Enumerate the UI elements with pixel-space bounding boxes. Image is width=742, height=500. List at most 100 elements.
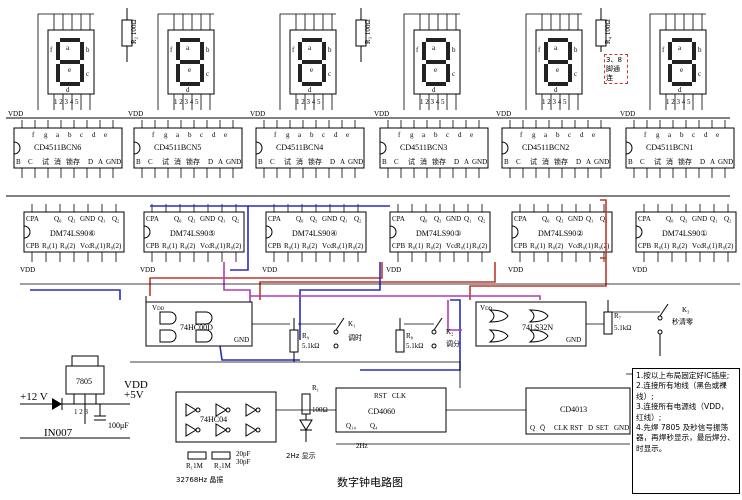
- decoder-top-pin: d: [704, 131, 708, 139]
- decoder-vdd: VDD: [250, 110, 265, 118]
- switch-k3[interactable]: K₃ 秒清零: [657, 303, 693, 356]
- segment-label-b: b: [86, 46, 90, 54]
- segment-label-d: d: [678, 86, 682, 94]
- decoder-bottom-pin: B: [628, 158, 633, 166]
- svg-text:VDD: VDD: [480, 304, 493, 312]
- switch-k2[interactable]: K₂ 调分: [431, 317, 460, 349]
- counter-bottom-pin: R₉(1): [578, 242, 594, 250]
- decoder-bottom-pin: B: [382, 158, 387, 166]
- counter-bottom-pin: CPB: [638, 242, 652, 250]
- counter-label: DM74LS90⑥: [50, 229, 95, 238]
- cd4013-label: CD4013: [560, 405, 587, 414]
- cap-pf-label: 20pF: [236, 450, 251, 458]
- counter-top-pin: Q₀: [666, 215, 674, 223]
- counter-top-pin: Q₀: [420, 215, 428, 223]
- k2-label: K₂: [446, 328, 454, 336]
- decoder-label: CD4511BCN3: [400, 143, 447, 152]
- k2-desc: 调分: [446, 339, 460, 348]
- wiring-black: [20, 283, 740, 445]
- counter-bottom-pin: CPB: [268, 242, 282, 250]
- segment-label-a: a: [308, 44, 312, 52]
- r1m-label: R₁1M: [186, 462, 204, 470]
- r4-label: R₄ 100Ω: [604, 19, 612, 44]
- counter-bottom-pin: R₉(2): [226, 242, 242, 250]
- display-pin-numbers: 1 2 3 4 5: [542, 98, 567, 106]
- decoder-top-pin: c: [80, 131, 83, 139]
- decoder-top-pin: b: [680, 131, 684, 139]
- segment-label-a: a: [678, 44, 682, 52]
- cd4013-set: SET: [596, 424, 609, 432]
- counter-top-pin: Q₃: [680, 215, 688, 223]
- decoder-bottom-pin: A: [586, 158, 591, 166]
- switch-k1[interactable]: K₁ 调时: [333, 317, 362, 349]
- segment-label-b: b: [206, 46, 210, 54]
- counter-top-pin: Q₂: [600, 215, 608, 223]
- page-title: 数字钟电路图: [337, 476, 403, 489]
- counter-top-pin: CPA: [146, 215, 159, 223]
- r7-label: R₇: [614, 312, 622, 320]
- counter-top-pin: GND: [80, 215, 95, 223]
- decoder-top-pin: a: [56, 131, 60, 139]
- counter-bottom-pin: R₉(1): [90, 242, 106, 250]
- decoder-bottom-pin: 试: [530, 157, 537, 166]
- display-pin-numbers: 1 2 3 4 5: [666, 98, 691, 106]
- segment-label-c: c: [698, 70, 701, 78]
- cap-pf2-label: 30pF: [236, 458, 251, 466]
- led-desc: 2Hz 显示: [286, 452, 316, 460]
- r8-label: R₈: [406, 332, 414, 340]
- counter-vdd: VDD: [20, 266, 35, 274]
- counter-bottom-pin: R₀(2): [672, 242, 688, 250]
- decoder-bottom-pin: A: [710, 158, 715, 166]
- r1-label: R₁: [312, 384, 319, 392]
- decoder-bottom-pin: GND: [594, 158, 609, 166]
- decoder-top-pin: c: [322, 131, 325, 139]
- segment-label-c: c: [328, 70, 331, 78]
- counter-top-pin: Q₀: [54, 215, 62, 223]
- decoder-bottom-pin: C: [148, 158, 153, 166]
- decoder-bottom-pin: 试: [162, 157, 169, 166]
- counter-vdd: VDD: [140, 266, 155, 274]
- nand-chip-label: 74HC00D: [180, 323, 213, 332]
- decoder-top-pin: g: [44, 131, 48, 139]
- counter-label: DM74LS90④: [292, 229, 337, 238]
- segment-label-f: f: [662, 46, 665, 54]
- k3-desc: 秒清零: [672, 317, 693, 326]
- counter-top-pin: GND: [446, 215, 461, 223]
- counter-top-pin: CPA: [268, 215, 281, 223]
- counter-label: DM74LS90①: [662, 229, 707, 238]
- decoder-bottom-pin: C: [270, 158, 275, 166]
- decoder-top-pin: f: [520, 131, 523, 139]
- cd4060-label: CD4060: [368, 407, 395, 416]
- decoder-top-pin: c: [568, 131, 571, 139]
- counter-label: DM74LS90③: [416, 229, 461, 238]
- decoder-bottom-pin: C: [516, 158, 521, 166]
- decoder-bottom-pin: GND: [348, 158, 363, 166]
- cd4060-clk: CLK: [392, 392, 406, 400]
- decoder-bottom-pin: GND: [472, 158, 487, 166]
- segment-label-b: b: [452, 46, 456, 54]
- decoder-vdd: VDD: [620, 110, 635, 118]
- wiring-blue: [30, 205, 461, 371]
- counter-vdd: VDD: [262, 266, 277, 274]
- decoder-bottom-pin: B: [136, 158, 141, 166]
- cd4013-qbar: Q̄: [540, 424, 545, 432]
- cd4060-q4: Q₄: [370, 422, 378, 430]
- decoder-bottom-pin: 锁存: [432, 157, 446, 166]
- decoder-vdd: VDD: [374, 110, 389, 118]
- decoder-top-pin: d: [92, 131, 96, 139]
- decoder-bottom-pin: A: [218, 158, 223, 166]
- decoder-bottom-pin: 消: [54, 157, 61, 166]
- counter-bottom-pin: CPB: [146, 242, 160, 250]
- counter-top-pin: Q₂: [112, 215, 120, 223]
- cd4013-rst: RST: [570, 424, 584, 432]
- segment-label-b: b: [574, 46, 578, 54]
